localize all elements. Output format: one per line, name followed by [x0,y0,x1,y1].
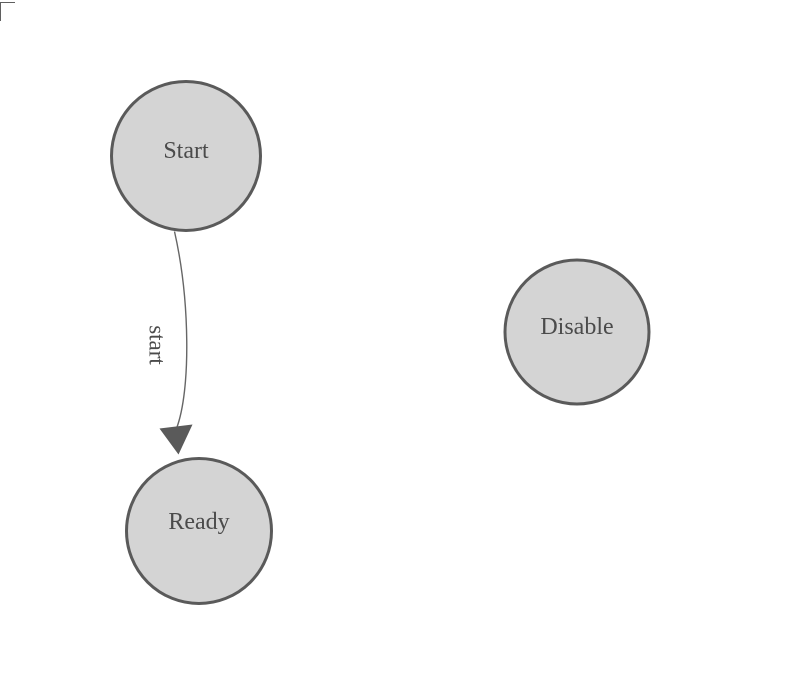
state-node-ready[interactable]: Ready [125,457,273,605]
state-label: Disable [540,314,613,340]
edge-arrowhead-icon [159,424,193,455]
transition-edge-start-ready[interactable]: start [145,231,193,455]
state-circle [503,258,651,406]
edge-line[interactable] [173,231,188,429]
state-circle [125,457,273,605]
paper-corner-mark [0,2,15,21]
state-node-disable[interactable]: Disable [503,258,651,406]
edge-label[interactable]: start [145,325,170,365]
state-node-start[interactable]: Start [110,80,262,232]
state-label: Ready [168,509,229,535]
state-label: Start [163,138,209,164]
state-circle [110,80,262,232]
